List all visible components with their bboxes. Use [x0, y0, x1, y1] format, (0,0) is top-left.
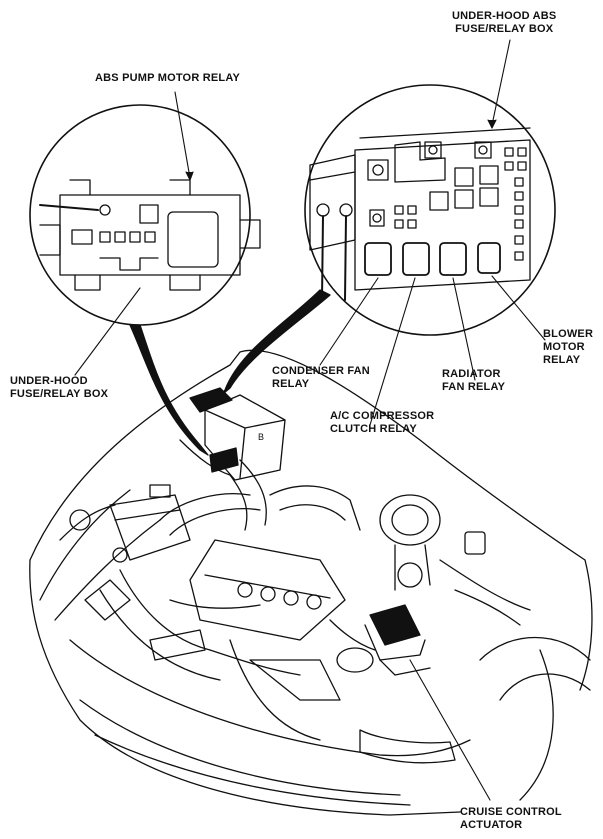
label-line: CRUISE CONTROL [460, 806, 562, 818]
label-ac-compressor-clutch-relay: A/C COMPRESSOR CLUTCH RELAY [330, 410, 434, 436]
label-line: BLOWER [543, 328, 594, 340]
label-line: UNDER-HOOD [10, 375, 88, 387]
label-line: ACTUATOR [460, 819, 523, 831]
label-abs-pump-motor-relay: ABS PUMP MOTOR RELAY [95, 72, 240, 85]
label-line: ABS PUMP MOTOR RELAY [95, 72, 240, 84]
abs-fuse-box-callout [304, 84, 556, 336]
label-line: FUSE/RELAY BOX [10, 388, 109, 400]
svg-text:B: B [258, 432, 264, 442]
label-condenser-fan-relay: CONDENSER FAN RELAY [272, 365, 370, 391]
label-line: RADIATOR [442, 368, 501, 380]
label-line: UNDER-HOOD ABS [452, 10, 557, 22]
label-line: A/C COMPRESSOR [330, 410, 435, 422]
label-line: RELAY [272, 378, 310, 390]
label-cruise-control-actuator: CRUISE CONTROL ACTUATOR [460, 806, 562, 832]
label-line: CONDENSER FAN [272, 365, 370, 377]
engine-assembly [59, 439, 531, 741]
label-blower-motor-relay: BLOWER MOTOR RELAY [543, 328, 593, 367]
cruise-control-actuator-part [364, 604, 431, 676]
leader-lines [74, 39, 546, 801]
label-under-hood-fuse-box: UNDER-HOOD FUSE/RELAY BOX [10, 375, 108, 401]
vehicle-front-body [29, 349, 593, 816]
label-line: FAN RELAY [442, 381, 506, 393]
callout-connectors [129, 289, 331, 456]
label-under-hood-abs-box: UNDER-HOOD ABS FUSE/RELAY BOX [452, 10, 556, 36]
label-line: RELAY [543, 354, 581, 366]
fuse-box-in-bay: B [189, 387, 286, 481]
label-line: FUSE/RELAY BOX [455, 23, 554, 35]
abs-pump-relay-callout [29, 104, 261, 326]
label-radiator-fan-relay: RADIATOR FAN RELAY [442, 368, 505, 394]
label-line: MOTOR [543, 341, 585, 353]
label-line: CLUTCH RELAY [330, 423, 417, 435]
